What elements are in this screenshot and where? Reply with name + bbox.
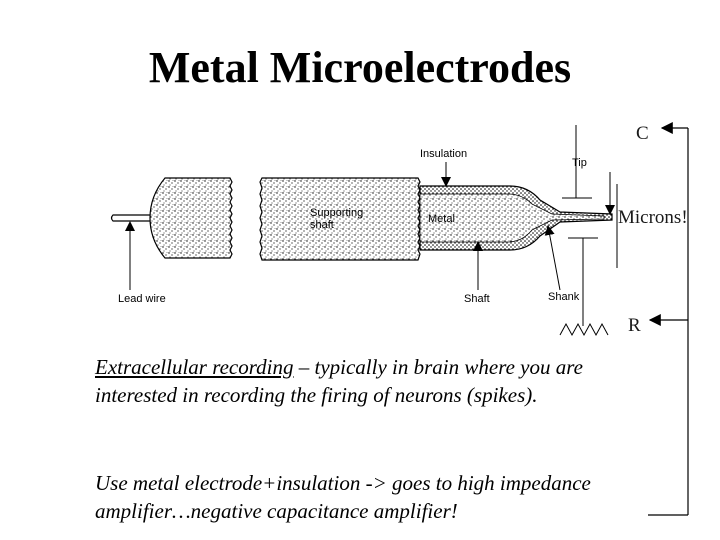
shank-leader [544, 225, 561, 291]
label-metal: Metal [428, 213, 455, 225]
lead-wire-shape [110, 214, 153, 222]
label-tip: Tip [572, 157, 587, 169]
label-supporting-shaft-2: shaft [310, 219, 334, 231]
metal-core-shape [419, 193, 605, 243]
connector-block [149, 177, 233, 259]
annotation-microns: Microns! [618, 207, 688, 228]
paragraph-amplifier: Use metal electrode+insulation -> goes t… [95, 471, 591, 523]
label-insulation: Insulation [420, 148, 467, 160]
extracellular-recording-link[interactable]: Extracellular recording [95, 355, 294, 379]
label-lead-wire: Lead wire [118, 293, 166, 305]
circuit-return-path [648, 122, 689, 516]
capacitor-symbol [562, 125, 598, 326]
supporting-shaft-shape [259, 177, 421, 261]
slide-title: Metal Microelectrodes [148, 43, 572, 92]
label-shank: Shank [548, 291, 580, 303]
paragraph-extracellular: Extracellular recording – typically in b… [95, 353, 655, 409]
resistor-symbol [559, 322, 609, 337]
annotation-c: C [636, 123, 649, 144]
label-supporting-shaft-1: Supporting [310, 207, 363, 219]
label-shaft: Shaft [464, 293, 490, 305]
annotation-r: R [628, 315, 641, 336]
paragraph-extracellular-rest: – typically in brain where you are inter… [95, 355, 583, 407]
